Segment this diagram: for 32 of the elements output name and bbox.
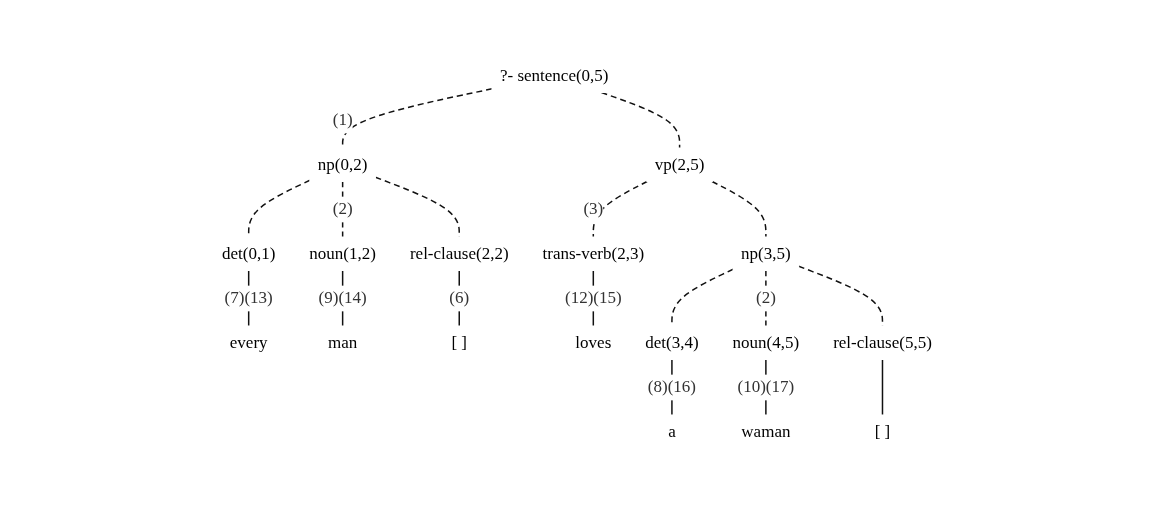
- edge-label: (3): [582, 199, 603, 219]
- edge-label: (1): [332, 110, 353, 130]
- node-text: vp(2,5): [654, 154, 704, 174]
- node-text: noun(1,2): [308, 243, 376, 263]
- node-text: noun(4,5): [732, 332, 799, 352]
- node-text: every: [229, 332, 268, 352]
- connector: [600, 91, 680, 149]
- connector: [592, 180, 648, 238]
- node-text: det(0,1): [221, 243, 275, 263]
- node-text: a: [667, 421, 676, 441]
- node-text: np(0,2): [317, 154, 368, 174]
- edge-label: (12)(15): [564, 288, 622, 308]
- node-text: np(3,5): [740, 243, 791, 263]
- edge-label: (9)(14): [318, 288, 367, 308]
- edge-label: (10)(17): [737, 377, 794, 397]
- node-text: trans-verb(2,3): [542, 243, 644, 263]
- node-text: man: [327, 332, 357, 352]
- node-text: rel-clause(5,5): [832, 332, 932, 352]
- node-text: loves: [574, 332, 611, 352]
- node-text: ?- sentence(0,5): [499, 65, 609, 85]
- node-text: [ ]: [874, 421, 890, 441]
- node-text: waman: [740, 421, 791, 441]
- edge-label: (7)(13): [224, 288, 273, 308]
- node-text: det(3,4): [644, 332, 699, 352]
- node-text: rel-clause(2,2): [409, 243, 509, 263]
- edge-label: (6): [448, 288, 469, 308]
- connector: [881, 358, 883, 416]
- connector: [710, 180, 767, 238]
- edge-label: (2): [755, 288, 776, 308]
- node-text: [ ]: [451, 332, 467, 352]
- edge-label: (2): [332, 199, 353, 219]
- edge-label: (8)(16): [647, 377, 696, 397]
